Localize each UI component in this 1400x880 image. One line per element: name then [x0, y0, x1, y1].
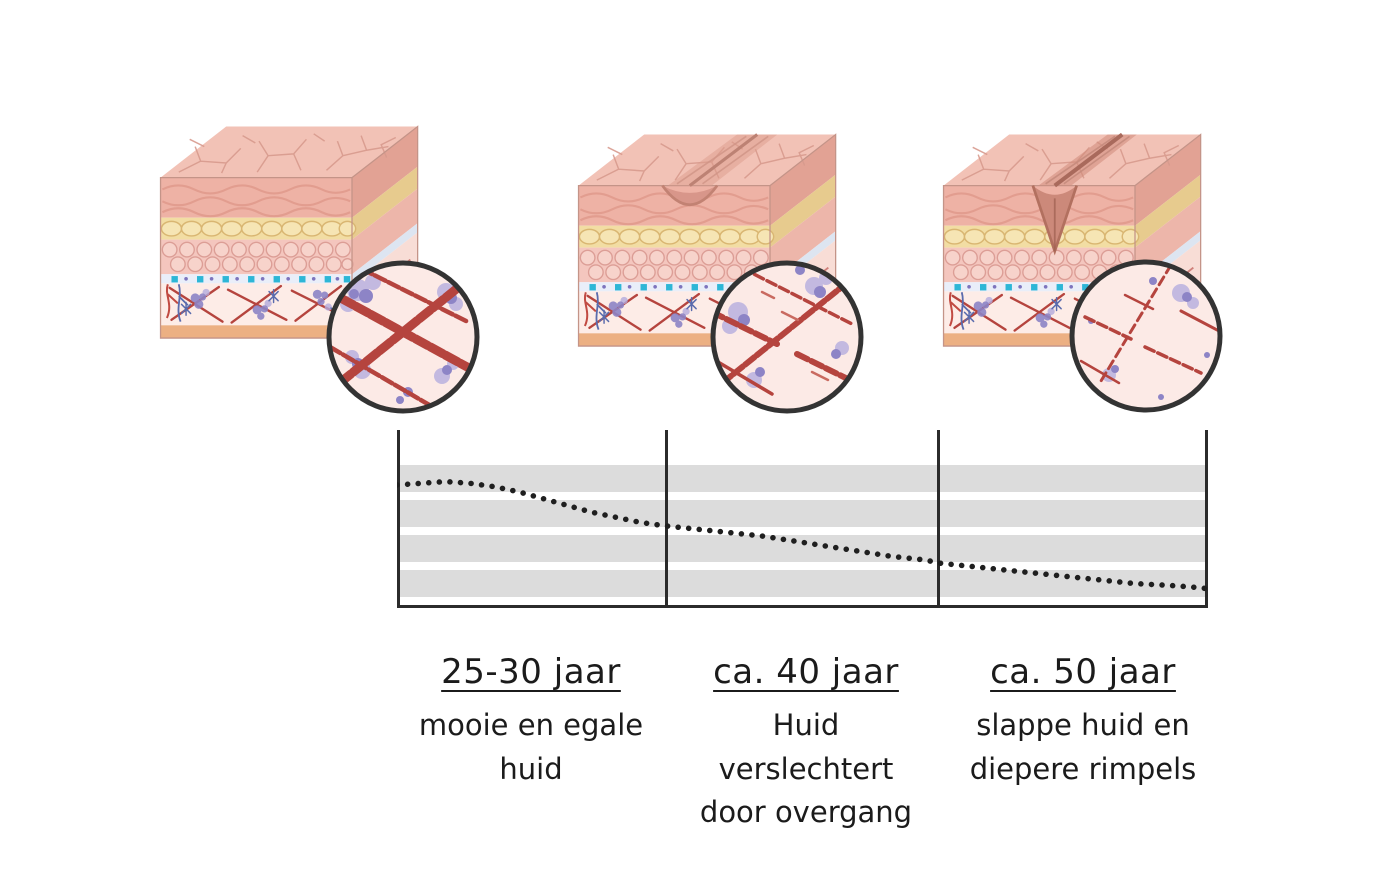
- collagen-zoom-weakened: [702, 252, 872, 422]
- stage-description: slappe huid en diepere rimpels: [969, 708, 1197, 786]
- deep-wrinkle-overlay: [1031, 132, 1137, 256]
- axis-divider: [937, 430, 940, 608]
- skin-cross-section-older: [942, 132, 1202, 348]
- skin-cross-section-middle-age: [577, 133, 837, 348]
- collagen-zoom-dense: [318, 252, 488, 422]
- grid-band: [399, 535, 1206, 562]
- collagen-curve: [397, 478, 1208, 592]
- axis-divider: [397, 430, 400, 608]
- stage-age-label: 25-30 jaar: [441, 652, 621, 692]
- stage-description: Huid verslechtert door overgang: [699, 708, 913, 829]
- axis-divider: [665, 430, 668, 608]
- stage-label-3: ca. 50 jaar slappe huid en diepere rimpe…: [923, 652, 1243, 791]
- axis-divider: [1205, 430, 1208, 608]
- axis-baseline: [397, 605, 1208, 608]
- grid-band: [399, 465, 1206, 492]
- stage-label-1: 25-30 jaar mooie en egale huid: [371, 652, 691, 791]
- stage-age-label: ca. 50 jaar: [990, 652, 1176, 692]
- grid-band: [399, 570, 1206, 597]
- stage-description: mooie en egale huid: [418, 708, 644, 786]
- grid-band: [399, 500, 1206, 527]
- stage-age-label: ca. 40 jaar: [713, 652, 899, 692]
- wrinkle-overlay: [661, 133, 778, 206]
- collagen-zoom-sparse: [1061, 251, 1231, 421]
- stage-label-2: ca. 40 jaar Huid verslechtert door overg…: [646, 652, 966, 835]
- age-decline-chart: [397, 430, 1208, 608]
